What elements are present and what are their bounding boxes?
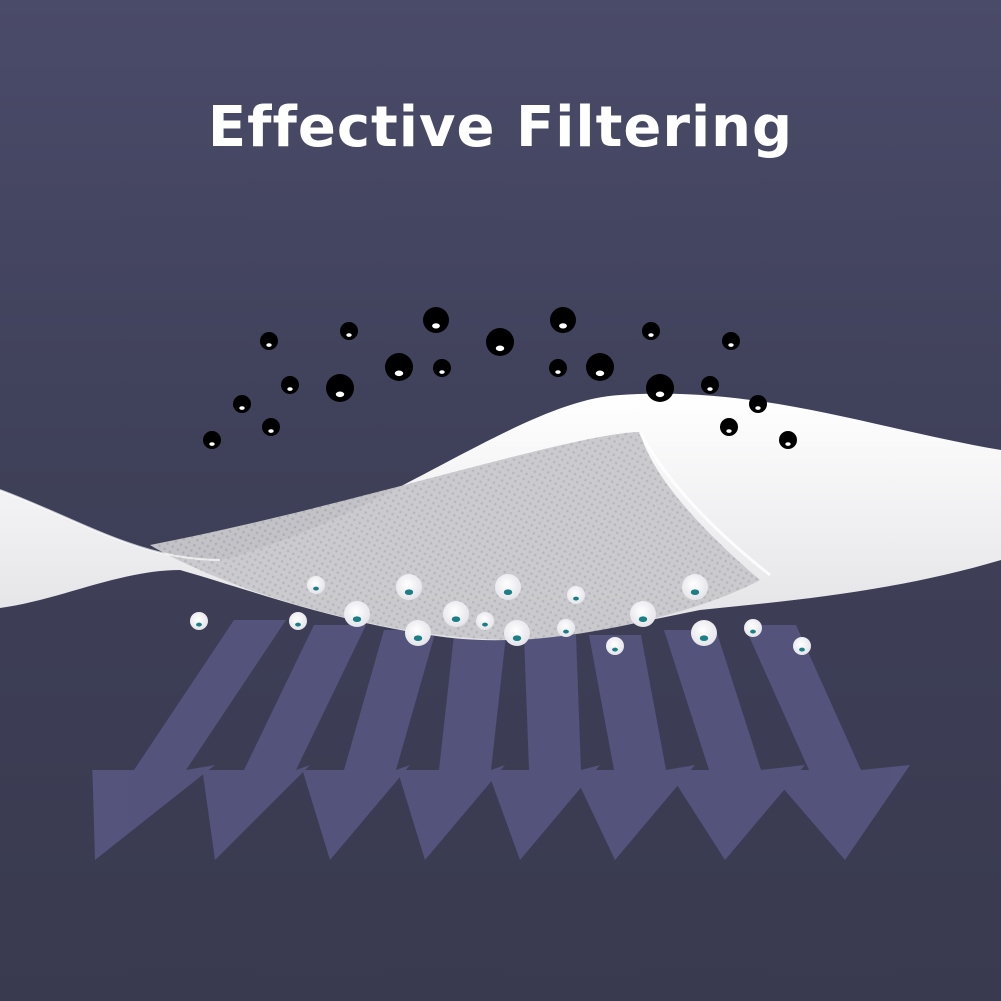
down-arrow-icon: [92, 620, 286, 860]
clean-air-particle-icon: [443, 601, 469, 627]
dust-particle-icon: [262, 418, 280, 436]
dust-particle-icon: [281, 376, 299, 394]
dust-particle-icon: [549, 359, 567, 377]
dust-particle-icon: [779, 431, 797, 449]
clean-air-particle-icon: [557, 619, 575, 637]
dust-particle-icon: [326, 374, 354, 402]
clean-air-particle-icon: [344, 601, 370, 627]
clean-air-particle-icon: [405, 620, 431, 646]
down-arrow-icon: [744, 625, 910, 860]
clean-air-particle-icon: [793, 637, 811, 655]
arrows-group: [92, 620, 910, 860]
dust-particle-icon: [642, 322, 660, 340]
clean-air-particle-icon: [504, 620, 530, 646]
dust-particle-icon: [203, 431, 221, 449]
dust-particle-icon: [749, 395, 767, 413]
dust-particle-icon: [260, 332, 278, 350]
clean-air-particle-icon: [630, 601, 656, 627]
dust-particle-icon: [385, 353, 413, 381]
clean-air-particle-icon: [744, 619, 762, 637]
clean-air-particle-icon: [567, 586, 585, 604]
dust-particle-icon: [433, 359, 451, 377]
clean-air-particle-icon: [289, 612, 307, 630]
clean-air-particle-icon: [396, 574, 422, 600]
dust-particle-icon: [701, 376, 719, 394]
clean-air-particle-icon: [495, 574, 521, 600]
dust-particle-icon: [720, 418, 738, 436]
dust-particle-icon: [340, 322, 358, 340]
down-arrow-icon: [487, 635, 600, 860]
dust-particle-icon: [550, 307, 576, 333]
clean-air-particle-icon: [190, 612, 208, 630]
clean-air-particle-icon: [682, 574, 708, 600]
dust-particle-icon: [233, 395, 251, 413]
clean-air-particle-icon: [691, 620, 717, 646]
dust-particle-icon: [586, 353, 614, 381]
filter-sheet: [0, 394, 1001, 641]
clean-air-particle-icon: [476, 612, 494, 630]
dust-particle-icon: [722, 332, 740, 350]
dust-particle-icon: [486, 328, 514, 356]
clean-air-particle-icon: [307, 576, 325, 594]
clean-air-particle-icon: [606, 637, 624, 655]
dust-particle-icon: [646, 374, 674, 402]
dust-particle-icon: [423, 307, 449, 333]
